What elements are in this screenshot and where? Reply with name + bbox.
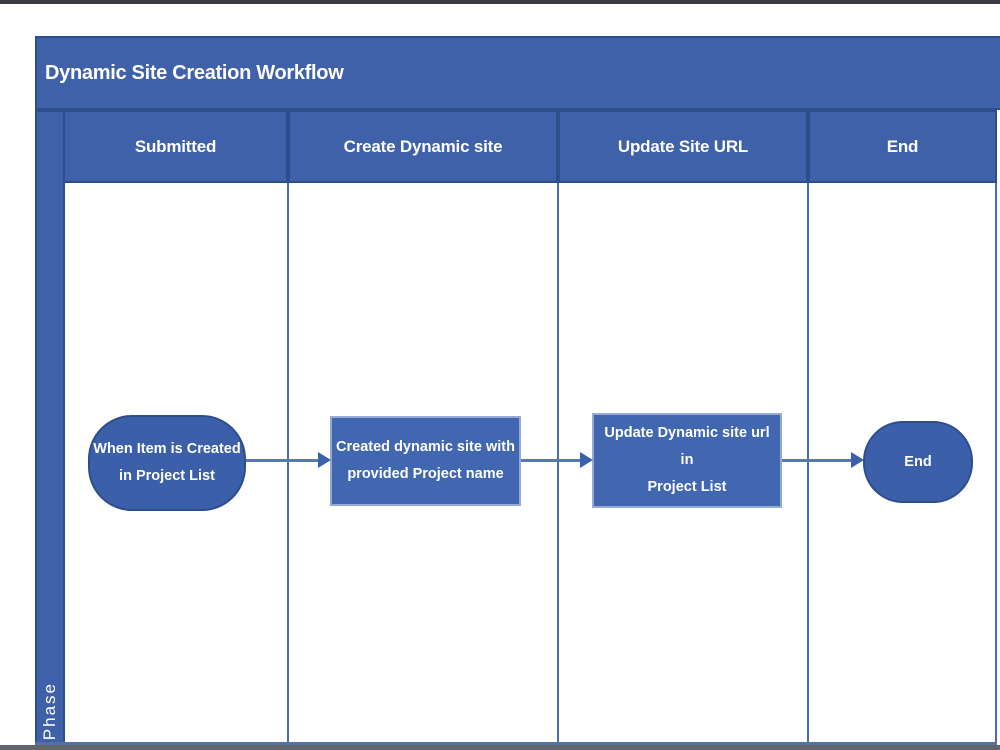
lane-right-border [995, 183, 997, 743]
top-edge-bar [0, 0, 1000, 4]
node-text-line: Update Dynamic site url in [604, 425, 770, 469]
node-text-line: End [904, 453, 932, 470]
node-text-line: Project List [647, 478, 727, 495]
connector-update-to-end [782, 459, 853, 462]
arrowhead-icon [851, 452, 864, 468]
node-text-line: When Item is Created [93, 441, 241, 458]
node-create-dynamic-site: Created dynamic site with provided Proje… [330, 416, 521, 506]
node-update-site-url: Update Dynamic site url in Project List [592, 413, 782, 508]
bottom-edge-bar [0, 745, 1000, 750]
node-end: End [863, 421, 973, 503]
lane-bottom-border [35, 742, 997, 745]
lane-divider [287, 183, 289, 743]
node-text-line: in Project List [119, 468, 215, 484]
lane-header-label: End [886, 136, 919, 156]
lane-divider [557, 183, 559, 743]
phase-strip: Phase [35, 110, 65, 744]
connector-start-to-create [246, 459, 320, 462]
lane-header-label: Create Dynamic site [343, 136, 503, 156]
lane-header-end: End [808, 110, 997, 183]
arrowhead-icon [580, 452, 593, 468]
arrowhead-icon [318, 452, 331, 468]
lane-header-label: Update Site URL [617, 136, 749, 156]
node-start-when-item-created: When Item is Created in Project List [88, 415, 246, 511]
lane-header-create-dynamic-site: Create Dynamic site [288, 110, 558, 183]
lane-divider [807, 183, 809, 743]
node-text-line: Created dynamic site with [336, 439, 515, 456]
connector-create-to-update [521, 459, 582, 462]
diagram-title: Dynamic Site Creation Workflow [45, 61, 344, 84]
lane-header-submitted: Submitted [63, 110, 288, 183]
lane-header-label: Submitted [134, 136, 217, 156]
diagram-title-bar: Dynamic Site Creation Workflow [35, 36, 1000, 110]
lane-header-update-site-url: Update Site URL [558, 110, 808, 183]
node-text-line: provided Project name [347, 466, 504, 482]
phase-label: Phase [40, 681, 59, 740]
